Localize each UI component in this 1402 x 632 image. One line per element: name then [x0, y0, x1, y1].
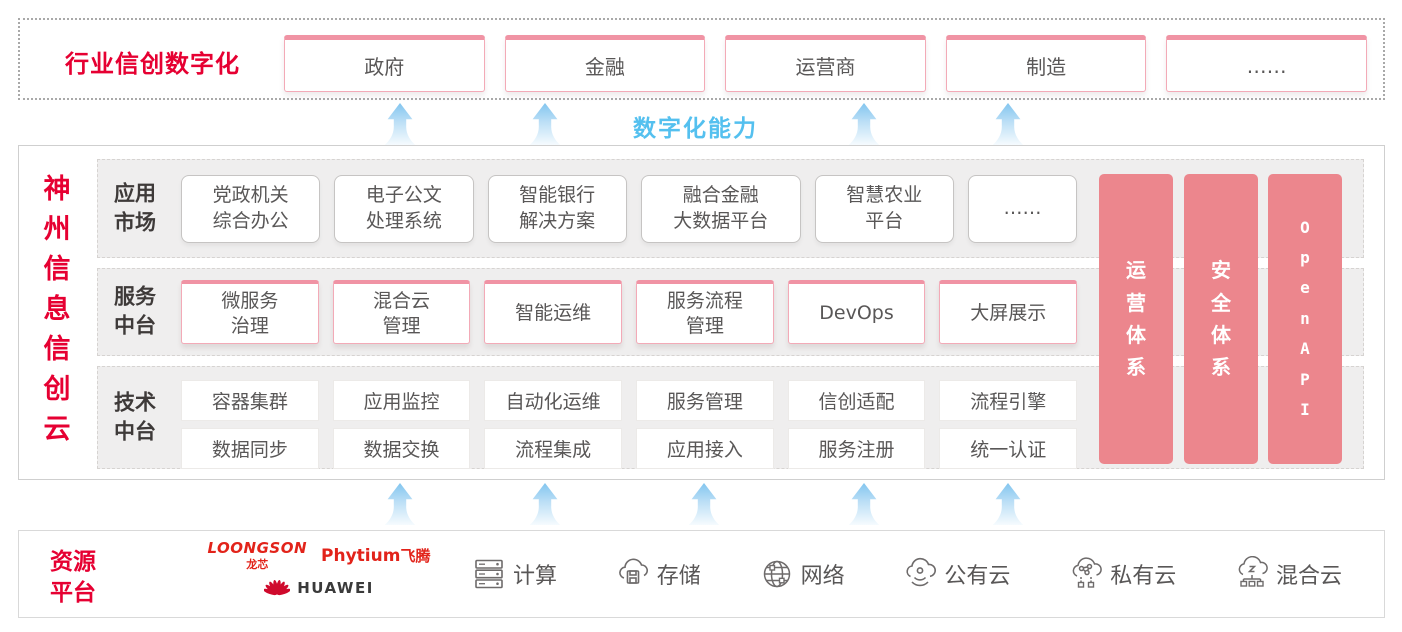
up-arrow-icon	[688, 483, 720, 525]
pillar-operations-system: 运营体系	[1099, 174, 1173, 464]
huawei-logo: HUAWEI	[204, 578, 434, 598]
industry-label: 金融	[584, 55, 625, 79]
phytium-logo: Phytium飞腾	[321, 545, 430, 566]
row-label-app-market: 应用 市场	[114, 181, 156, 235]
platform-panel: 神州信息信创云 应用 市场 党政机关 综合办公 电子公文 处理系统 智能银行 解…	[18, 145, 1385, 480]
resource-item-label: 存储	[656, 564, 701, 589]
up-arrow-icon	[529, 103, 561, 145]
pillar-open-api: Open API	[1268, 174, 1342, 464]
tech-box-data-exchange: 数据交换	[332, 428, 471, 469]
app-box-smart-agriculture: 智慧农业 平台	[814, 174, 954, 243]
pillar-security-system: 安全体系	[1184, 174, 1258, 464]
tech-box-app-access: 应用接入	[636, 428, 774, 469]
row-label-service: 服务 中台	[114, 284, 156, 338]
app-box-party-gov-office: 党政机关 综合办公	[181, 174, 321, 243]
service-platform-row: 服务 中台 微服务 治理 混合云 管理 智能运维 服务流程 管理 DevOps …	[97, 268, 1364, 356]
tech-box-xinchuang-adaptation: 信创适配	[787, 380, 926, 421]
resource-title: 资源 平台	[50, 549, 96, 607]
vendor-row-1: LOONGSON 龙芯 Phytium飞腾	[204, 539, 434, 572]
resource-item-compute: 计算	[471, 556, 557, 592]
hybrid-cloud-icon	[1238, 556, 1268, 587]
tech-box-data-sync: 数据同步	[181, 428, 319, 469]
up-arrow-icon	[992, 103, 1024, 145]
app-box-edoc-system: 电子公文 处理系统	[334, 174, 474, 243]
phytium-chinese: 飞腾	[400, 547, 431, 565]
industry-row: 政府 金融 运营商 制造 ……	[284, 35, 1367, 92]
app-box-smart-banking: 智能银行 解决方案	[487, 174, 627, 243]
resource-item-label: 计算	[513, 564, 558, 589]
tech-items: 容器集群 应用监控 自动化运维 服务管理 信创适配 流程引擎 数据同步 数据交换…	[181, 380, 1078, 469]
service-box-hybrid-cloud-mgmt: 混合云 管理	[332, 280, 471, 344]
app-box-finance-bigdata: 融合金融 大数据平台	[640, 174, 801, 243]
tech-platform-row: 技术 中台 容器集群 应用监控 自动化运维 服务管理 信创适配 流程引擎 数据同…	[97, 366, 1364, 469]
app-market-row: 应用 市场 党政机关 综合办公 电子公文 处理系统 智能银行 解决方案 融合金融…	[97, 159, 1364, 258]
service-box-devops: DevOps	[787, 280, 926, 344]
app-market-items: 党政机关 综合办公 电子公文 处理系统 智能银行 解决方案 融合金融 大数据平台…	[181, 160, 1077, 257]
up-arrow-icon	[384, 103, 416, 145]
row-label-tech: 技术 中台	[114, 390, 156, 444]
storage-icon	[618, 558, 648, 584]
tech-line-top: 容器集群 应用监控 自动化运维 服务管理 信创适配 流程引擎	[181, 380, 1078, 421]
tech-box-app-monitoring: 应用监控	[332, 380, 471, 421]
resource-item-label: 混合云	[1275, 564, 1342, 589]
resource-item-label: 网络	[800, 564, 845, 589]
tech-box-automated-ops: 自动化运维	[484, 380, 623, 421]
network-icon	[763, 560, 790, 588]
app-box-more: ……	[967, 174, 1077, 243]
loongson-chinese: 龙芯	[246, 558, 269, 571]
tech-line-bottom: 数据同步 数据交换 流程集成 应用接入 服务注册 统一认证	[181, 428, 1078, 469]
up-arrow-icon	[848, 483, 880, 525]
resource-panel: 资源 平台 LOONGSON 龙芯 Phytium飞腾	[18, 530, 1385, 618]
industry-label: 政府	[364, 55, 405, 79]
service-box-service-process-mgmt: 服务流程 管理	[636, 280, 774, 344]
phytium-wordmark: Phytium	[321, 546, 401, 566]
resource-item-network: 网络	[759, 556, 845, 592]
resource-item-hybrid-cloud: 混合云	[1234, 556, 1342, 592]
resource-item-label: 私有云	[1110, 564, 1177, 589]
huawei-flower-icon	[264, 580, 291, 596]
tech-box-unified-auth: 统一认证	[939, 428, 1078, 469]
public-cloud-icon	[906, 557, 937, 587]
tech-box-process-engine: 流程引擎	[939, 380, 1078, 421]
industry-label: ……	[1246, 53, 1287, 78]
up-arrow-icon	[848, 103, 880, 145]
banner-title: 行业信创数字化	[65, 50, 240, 78]
resource-item-storage: 存储	[615, 556, 701, 592]
service-box-intelligent-ops: 智能运维	[484, 280, 623, 344]
vendor-logos: LOONGSON 龙芯 Phytium飞腾 HUAWE	[204, 539, 434, 598]
loongson-logo: LOONGSON 龙芯	[208, 539, 308, 572]
service-box-dashboard-display: 大屏展示	[939, 280, 1078, 344]
up-arrow-icon	[529, 483, 561, 525]
industry-label: 运营商	[795, 55, 856, 79]
loongson-wordmark: LOONGSON	[207, 539, 308, 557]
tech-box-process-integration: 流程集成	[484, 428, 623, 469]
private-cloud-icon	[1072, 557, 1103, 588]
tech-box-container-cluster: 容器集群	[181, 380, 319, 421]
up-arrow-icon	[384, 483, 416, 525]
platform-title: 神州信息信创云	[43, 174, 71, 445]
resource-items: 计算 存储	[471, 531, 1342, 617]
capability-label: 数字化能力	[633, 116, 758, 142]
pillar-label: 安全体系	[1211, 258, 1231, 380]
pillar-label: 运营体系	[1126, 258, 1146, 380]
service-box-microservice-governance: 微服务 治理	[181, 280, 319, 344]
industry-banner: 行业信创数字化 政府 金融 运营商 制造 ……	[18, 18, 1385, 100]
pillar-label: Open API	[1300, 217, 1310, 419]
up-arrow-icon	[992, 483, 1024, 525]
resource-item-private-cloud: 私有云	[1068, 556, 1176, 592]
compute-icon	[475, 559, 503, 589]
industry-label: 制造	[1026, 55, 1067, 79]
resource-item-public-cloud: 公有云	[902, 556, 1010, 592]
huawei-wordmark: HUAWEI	[297, 579, 374, 597]
industry-box-telecom: 运营商	[725, 35, 926, 92]
tech-box-service-mgmt: 服务管理	[636, 380, 774, 421]
industry-box-more: ……	[1166, 35, 1367, 92]
industry-box-manufacturing: 制造	[945, 35, 1147, 92]
resource-item-label: 公有云	[944, 564, 1011, 589]
industry-box-finance: 金融	[504, 35, 706, 92]
industry-box-government: 政府	[284, 35, 485, 92]
service-items: 微服务 治理 混合云 管理 智能运维 服务流程 管理 DevOps 大屏展示	[181, 269, 1078, 355]
tech-box-service-registry: 服务注册	[787, 428, 926, 469]
